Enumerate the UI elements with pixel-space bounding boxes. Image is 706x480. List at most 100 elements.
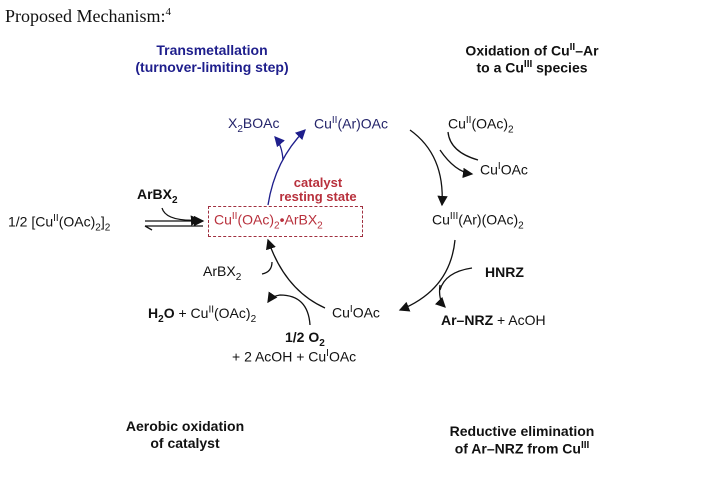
subscript-segment: 2 [95,222,101,234]
subscript-segment: 2 [235,271,242,283]
text-line: Aerobic oxidation [126,418,244,435]
text-segment: (Ar)OAc [337,115,389,132]
arrow-oxidation [409,129,448,207]
supscript-segment: II [231,211,238,222]
text-segment: of catalyst [150,434,220,451]
cu-oac2-product: + CuII(OAc)2 [174,304,257,325]
supscript-segment: II [569,42,576,53]
text-segment: Aerobic oxidation [125,418,245,434]
resting-state-box [208,206,363,237]
arrow-x2boac [274,136,285,161]
text-line: resting state [279,188,357,204]
supscript-segment: II [331,115,338,126]
supscript-segment: II [208,304,214,315]
text-segment: OAc [328,348,357,365]
text-segment: 1/2 [Cu [8,213,54,230]
subscript-segment: 2 [508,124,514,136]
arrow-arbx2-bold [161,207,202,226]
text-segment: O [163,304,175,321]
subscript-segment: 2 [274,220,280,232]
text-segment: HNRZ [485,264,524,280]
heading-transmetallation: Transmetallation(turnover-limiting step) [135,42,288,76]
text-segment: –Ar [575,42,599,59]
arrow-reductive [398,239,456,312]
acoh-product: + AcOH [493,312,546,328]
text-segment: (OAc) [471,115,509,132]
reagent-o2: 1/2 O2 [285,329,325,350]
text-segment: ArBX [203,263,236,279]
species-cuiii: CuIII(Ar)(OAc)2 [432,211,524,232]
species-cu-ar-oac: CuII(Ar)OAc [314,115,388,132]
text-line: to a CuIII species [465,59,598,76]
text-segment: Ar–NRZ [441,312,494,328]
reagents-acoh-cuioac: + 2 AcOH + CuIOAc [232,348,356,365]
text-segment: ] [100,213,105,230]
text-segment: (OAc) [237,211,275,228]
arrow-o2 [267,291,311,326]
text-segment: Oxidation of Cu [465,42,570,59]
text-segment: 1/2 O [285,329,320,345]
subscript-segment: 2 [104,222,111,234]
reagent-arbx2: ArBX2 [137,186,178,207]
arrow-transmetallation [267,129,306,206]
supscript-segment: III [580,439,590,451]
text-line: Transmetallation [135,42,288,59]
text-segment: X [228,115,238,131]
h2o: H2O [148,304,175,325]
text-segment: Cu [448,115,466,132]
species-cu-oac2: CuII(OAc)2 [448,115,514,136]
arrow-arnrz [434,284,446,308]
reagent-hnrz: HNRZ [485,264,524,281]
text-line: catalyst [279,176,356,190]
text-segment: H [148,304,159,321]
subscript-segment: 2 [518,220,524,232]
text-segment: •ArBX [279,211,318,228]
page-title: Proposed Mechanism:4 [5,6,171,28]
text-segment: ArBX [137,186,173,202]
text-segment: Cu [214,211,232,228]
arrow-hnrz [439,267,473,291]
text-line: Oxidation of CuII–Ar [465,42,598,59]
subscript-segment: 2 [317,220,323,232]
arrow-cuioac-out [439,149,474,179]
text-line: (turnover-limiting step) [135,59,288,76]
text-segment: Cu [314,115,332,132]
subscript-segment: 2 [237,123,243,135]
text-segment: resting state [279,188,357,204]
supscript-segment: II [53,213,59,224]
products-arnrz: Ar–NRZ + AcOH [441,312,546,329]
text-segment: Cu [432,211,450,228]
text-segment: (OAc) [58,213,96,230]
arrow-aerobic [266,238,326,309]
text-segment: Transmetallation [156,42,268,58]
text-segment: to a Cu [476,60,524,77]
supscript-segment: III [449,211,459,222]
text-line: of catalyst [126,435,244,452]
ar-nrz: Ar–NRZ [441,312,493,328]
text-segment: Cu [480,161,498,178]
text-segment: + AcOH [493,312,546,328]
subscript-segment: 2 [250,313,257,325]
species-dimer: 1/2 [CuII(OAc)2]2 [8,213,110,234]
text-segment: (OAc) [214,304,251,321]
subscript-segment: 2 [158,313,164,325]
supscript-segment: I [349,304,353,315]
text-segment: of Ar–NRZ from Cu [454,440,581,457]
species-cui-oac-bottom: CuIOAc [332,304,380,321]
subscript-segment: 2 [172,194,178,206]
supscript-segment: I [497,161,501,172]
text-segment: (turnover-limiting step) [135,58,289,75]
text-segment: BOAc [242,115,280,131]
arrow-arbx2 [261,261,273,275]
text-segment: + Cu [174,304,209,321]
text-line: Reductive elimination [450,423,595,440]
text-segment: Proposed Mechanism: [5,6,166,26]
supscript-segment: III [523,59,533,71]
text-segment: Reductive elimination [449,423,595,439]
species-x2boac: X2BOAc [228,115,279,136]
